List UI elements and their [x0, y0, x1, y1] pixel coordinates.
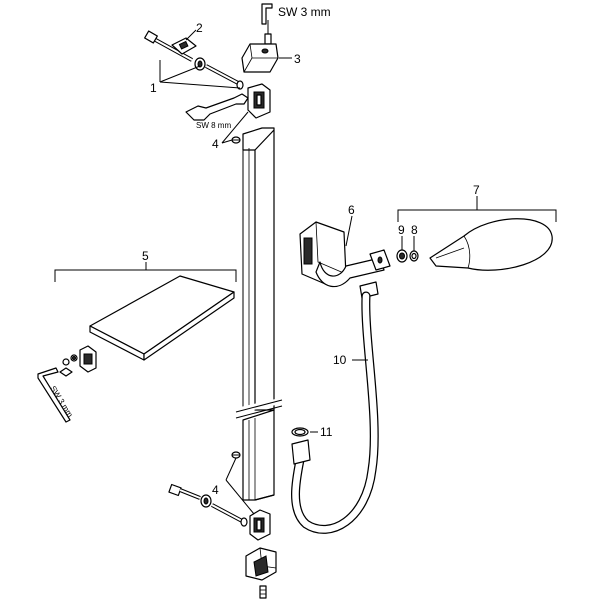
callout-4-bottom: 4	[212, 483, 219, 497]
callout-1: 1	[150, 81, 157, 95]
callout-3: 3	[294, 52, 301, 66]
callout-9: 9	[398, 223, 405, 237]
o-ring	[291, 427, 309, 437]
hand-shower	[429, 218, 553, 271]
callout-8: 8	[411, 223, 418, 237]
callout-6: 6	[348, 203, 355, 217]
shower-holder	[299, 221, 391, 288]
callouts: 1 2 3 4 5 6 7 8 9 10 11 4	[142, 21, 480, 497]
callout-10: 10	[333, 353, 347, 367]
hex-key-top-label: SW 3 mm	[278, 5, 331, 19]
callout-11: 11	[320, 425, 333, 439]
shower-hose	[291, 281, 379, 534]
shelf-mount-parts	[59, 345, 97, 377]
top-cover-cap	[241, 43, 292, 73]
set-screw-bottom	[231, 451, 241, 459]
leader-lines	[54, 29, 557, 515]
set-screw-top	[231, 136, 241, 144]
hex-key-top: SW 3 mm	[261, 3, 331, 45]
top-bracket	[247, 83, 271, 119]
wrench-label: SW 8 mm	[196, 121, 231, 130]
bottom-set-screw	[259, 585, 267, 599]
callout-4-top: 4	[212, 137, 219, 151]
wrench: SW 8 mm	[185, 93, 249, 130]
bottom-cover-cap	[245, 547, 277, 581]
bottom-bracket	[249, 509, 271, 541]
shelf	[89, 275, 235, 361]
washer-9	[396, 249, 408, 263]
slide-rail	[235, 127, 283, 501]
callout-5: 5	[142, 249, 149, 263]
screw-top	[144, 30, 193, 62]
wall-plate	[171, 37, 197, 55]
screw-bottom	[168, 483, 248, 527]
hex-key-left: SW 3 mm	[37, 367, 75, 423]
callout-2: 2	[196, 21, 203, 35]
anchor-washer	[194, 57, 244, 90]
washer-8	[409, 250, 419, 262]
callout-7: 7	[473, 183, 480, 197]
